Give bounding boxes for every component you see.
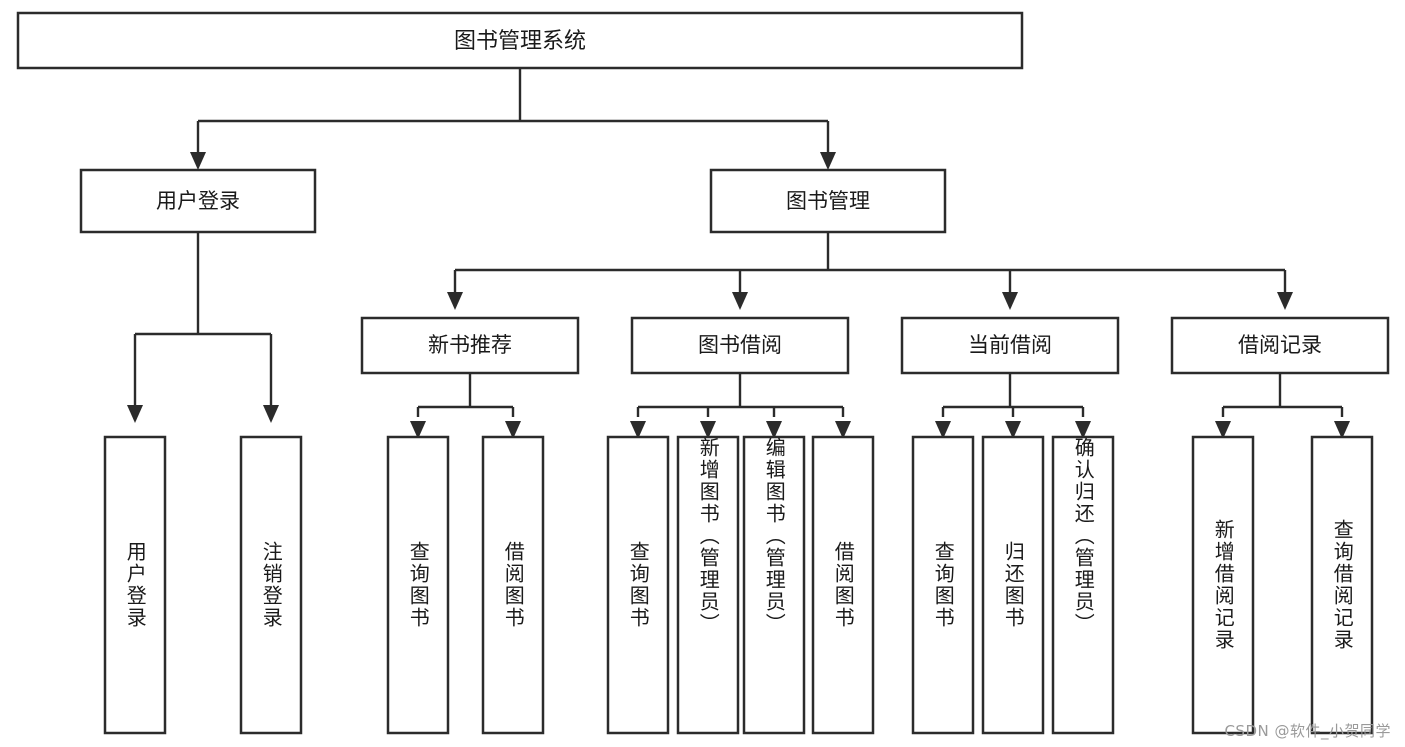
leaf-book-borrow-query[interactable]	[606, 435, 670, 735]
connector-user-login-to-leaves	[127, 232, 279, 423]
leaf-new-book-borrow[interactable]	[481, 435, 545, 735]
connector-book-borrow-to-leaves	[630, 373, 851, 439]
leaf-borrow-record-add[interactable]	[1191, 435, 1255, 735]
leaf-current-borrow-query[interactable]	[911, 435, 975, 735]
connector-root-to-level2	[190, 68, 836, 170]
leaf-book-borrow-lend[interactable]	[811, 435, 875, 735]
node-user-login-label: 用户登录	[156, 189, 240, 213]
leaf-book-borrow-edit[interactable]	[742, 435, 806, 735]
node-book-management-label: 图书管理	[786, 189, 870, 213]
leaf-book-borrow-add[interactable]	[676, 435, 740, 735]
connector-book-manage-to-level3	[447, 232, 1293, 310]
leaf-user-login-logout[interactable]	[239, 435, 303, 735]
node-borrow-record-label: 借阅记录	[1238, 333, 1322, 357]
node-current-borrow-label: 当前借阅	[968, 333, 1052, 357]
leaf-user-login-login[interactable]	[103, 435, 167, 735]
node-book-borrow-label: 图书借阅	[698, 333, 782, 357]
node-book-management[interactable]: 图书管理	[709, 168, 947, 234]
leaf-current-borrow-confirm[interactable]	[1051, 435, 1115, 735]
leaf-current-borrow-return[interactable]	[981, 435, 1045, 735]
connector-current-borrow-to-leaves	[935, 373, 1091, 439]
node-root-book-management-system[interactable]: 图书管理系统	[16, 11, 1024, 70]
node-current-borrow[interactable]: 当前借阅	[900, 316, 1120, 375]
node-book-borrow[interactable]: 图书借阅	[630, 316, 850, 375]
connector-borrow-record-to-leaves	[1215, 373, 1350, 439]
leaf-borrow-record-query[interactable]	[1310, 435, 1374, 735]
connector-new-book-to-leaves	[410, 373, 521, 439]
node-new-book-recommend-label: 新书推荐	[428, 333, 512, 357]
node-user-login[interactable]: 用户登录	[79, 168, 317, 234]
watermark-text: CSDN @软件_小贺同学	[1224, 722, 1391, 740]
leaf-new-book-query[interactable]	[386, 435, 450, 735]
node-root-label: 图书管理系统	[454, 29, 586, 54]
node-borrow-record[interactable]: 借阅记录	[1170, 316, 1390, 375]
node-new-book-recommend[interactable]: 新书推荐	[360, 316, 580, 375]
